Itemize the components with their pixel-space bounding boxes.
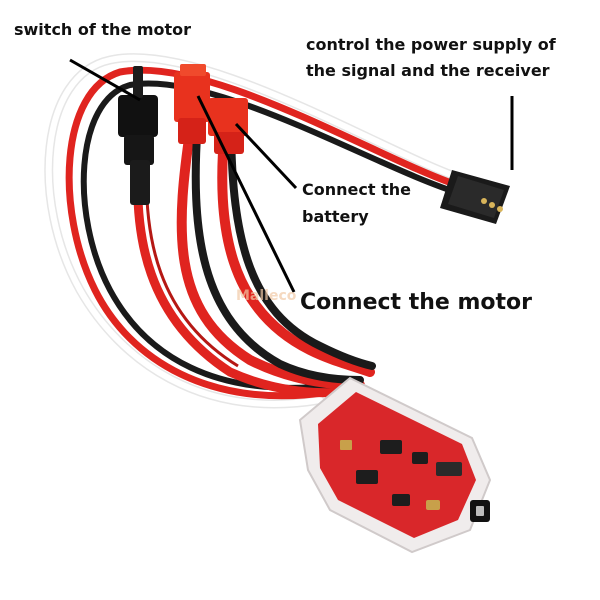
receiver-plug [440,170,510,224]
label-battery-line-2: battery [302,207,369,226]
pointer-motor [196,95,296,293]
pointer-battery [234,122,298,190]
black-signal-wire [80,80,465,391]
switch-wires [133,135,355,398]
esc-board [298,376,492,554]
label-connect-motor: Connect the motor [300,290,532,315]
motor-switch [118,66,158,205]
label-power-supply: control the power supply of the signal a… [306,32,556,84]
label-power-line-1: control the power supply of [306,35,556,54]
red-signal-wire [65,66,464,400]
battery-wires [217,120,375,377]
watermark-text: Malleco [236,288,297,304]
label-switch-of-motor: switch of the motor [14,20,192,39]
motor-wires [176,113,365,390]
label-battery-line-1: Connect the [302,180,411,199]
motor-connector [174,64,210,144]
annotation-pointers [69,58,514,293]
pointer-switch [69,58,141,102]
label-connect-battery: Connect the battery [302,176,411,230]
label-power-line-2: the signal and the receiver [306,61,550,80]
